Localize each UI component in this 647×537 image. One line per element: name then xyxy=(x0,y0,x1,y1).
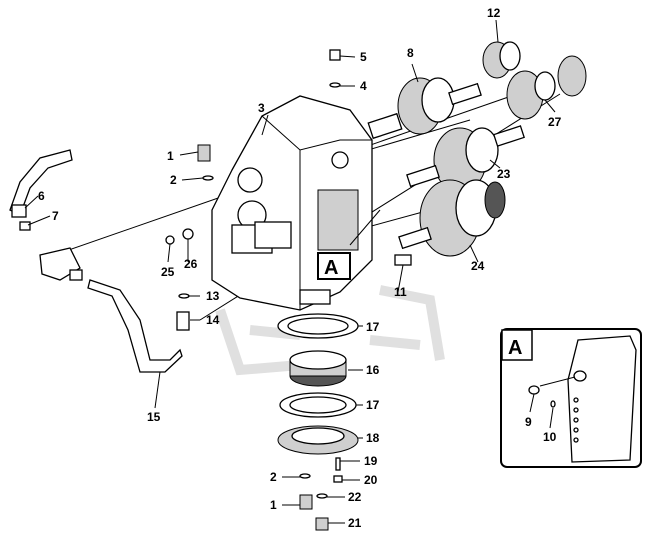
leader-lines xyxy=(24,19,556,524)
callout-1-lower: 1 xyxy=(270,498,277,512)
callout-8: 8 xyxy=(407,46,414,60)
callout-5: 5 xyxy=(360,50,367,64)
plug-1-upper xyxy=(197,144,214,181)
shaft-assembly-24 xyxy=(398,179,506,257)
filter-16 xyxy=(289,350,347,387)
callout-22: 22 xyxy=(348,490,362,504)
callout-14: 14 xyxy=(206,313,220,327)
inset-label: A xyxy=(508,337,522,359)
section-marker-a: A xyxy=(317,252,351,280)
gasket-17-upper xyxy=(277,313,359,339)
callout-10: 10 xyxy=(543,430,557,444)
pipe-15 xyxy=(87,279,183,373)
cover-18 xyxy=(277,425,359,455)
callout-19: 19 xyxy=(364,454,378,468)
callout-6: 6 xyxy=(38,189,45,203)
callout-23: 23 xyxy=(497,167,511,181)
shaft-assembly-23 xyxy=(406,125,525,193)
valve-block xyxy=(39,247,83,281)
shaft-assembly-8 xyxy=(367,77,482,140)
callout-13: 13 xyxy=(206,289,220,303)
callout-18: 18 xyxy=(366,431,380,445)
callout-3: 3 xyxy=(258,101,265,115)
callout-16: 16 xyxy=(366,363,380,377)
callout-25: 25 xyxy=(161,265,175,279)
callout-17-upper: 17 xyxy=(366,320,380,334)
background-ghost xyxy=(215,285,445,376)
callout-2-lower: 2 xyxy=(270,470,277,484)
gasket-17-lower xyxy=(279,392,357,418)
callout-11: 11 xyxy=(394,285,407,299)
callout-1-upper: 1 xyxy=(167,149,174,163)
hose-assembly xyxy=(9,149,73,231)
callout-12: 12 xyxy=(487,6,501,20)
section-marker-label: A xyxy=(324,257,338,279)
detail-inset: A xyxy=(500,328,642,468)
callout-24: 24 xyxy=(471,259,485,273)
callout-9: 9 xyxy=(525,415,532,429)
fitting-14 xyxy=(176,293,190,331)
callout-15: 15 xyxy=(147,410,161,424)
callout-27: 27 xyxy=(548,115,562,129)
seals-25-26 xyxy=(165,228,194,245)
callout-4: 4 xyxy=(360,79,367,93)
callout-26: 26 xyxy=(184,257,198,271)
callout-2-upper: 2 xyxy=(170,173,177,187)
gear-27 xyxy=(506,55,587,120)
callout-21: 21 xyxy=(348,516,362,530)
callout-17-lower: 17 xyxy=(366,398,380,412)
bottom-plugs xyxy=(299,457,343,531)
callout-7: 7 xyxy=(52,209,59,223)
fitting-11 xyxy=(394,254,412,266)
plug-5 xyxy=(329,49,341,88)
callout-labels: 1 2 3 4 5 6 7 8 9 10 11 12 13 14 15 16 1… xyxy=(38,6,562,530)
callout-20: 20 xyxy=(364,473,378,487)
gear-12 xyxy=(482,41,521,79)
